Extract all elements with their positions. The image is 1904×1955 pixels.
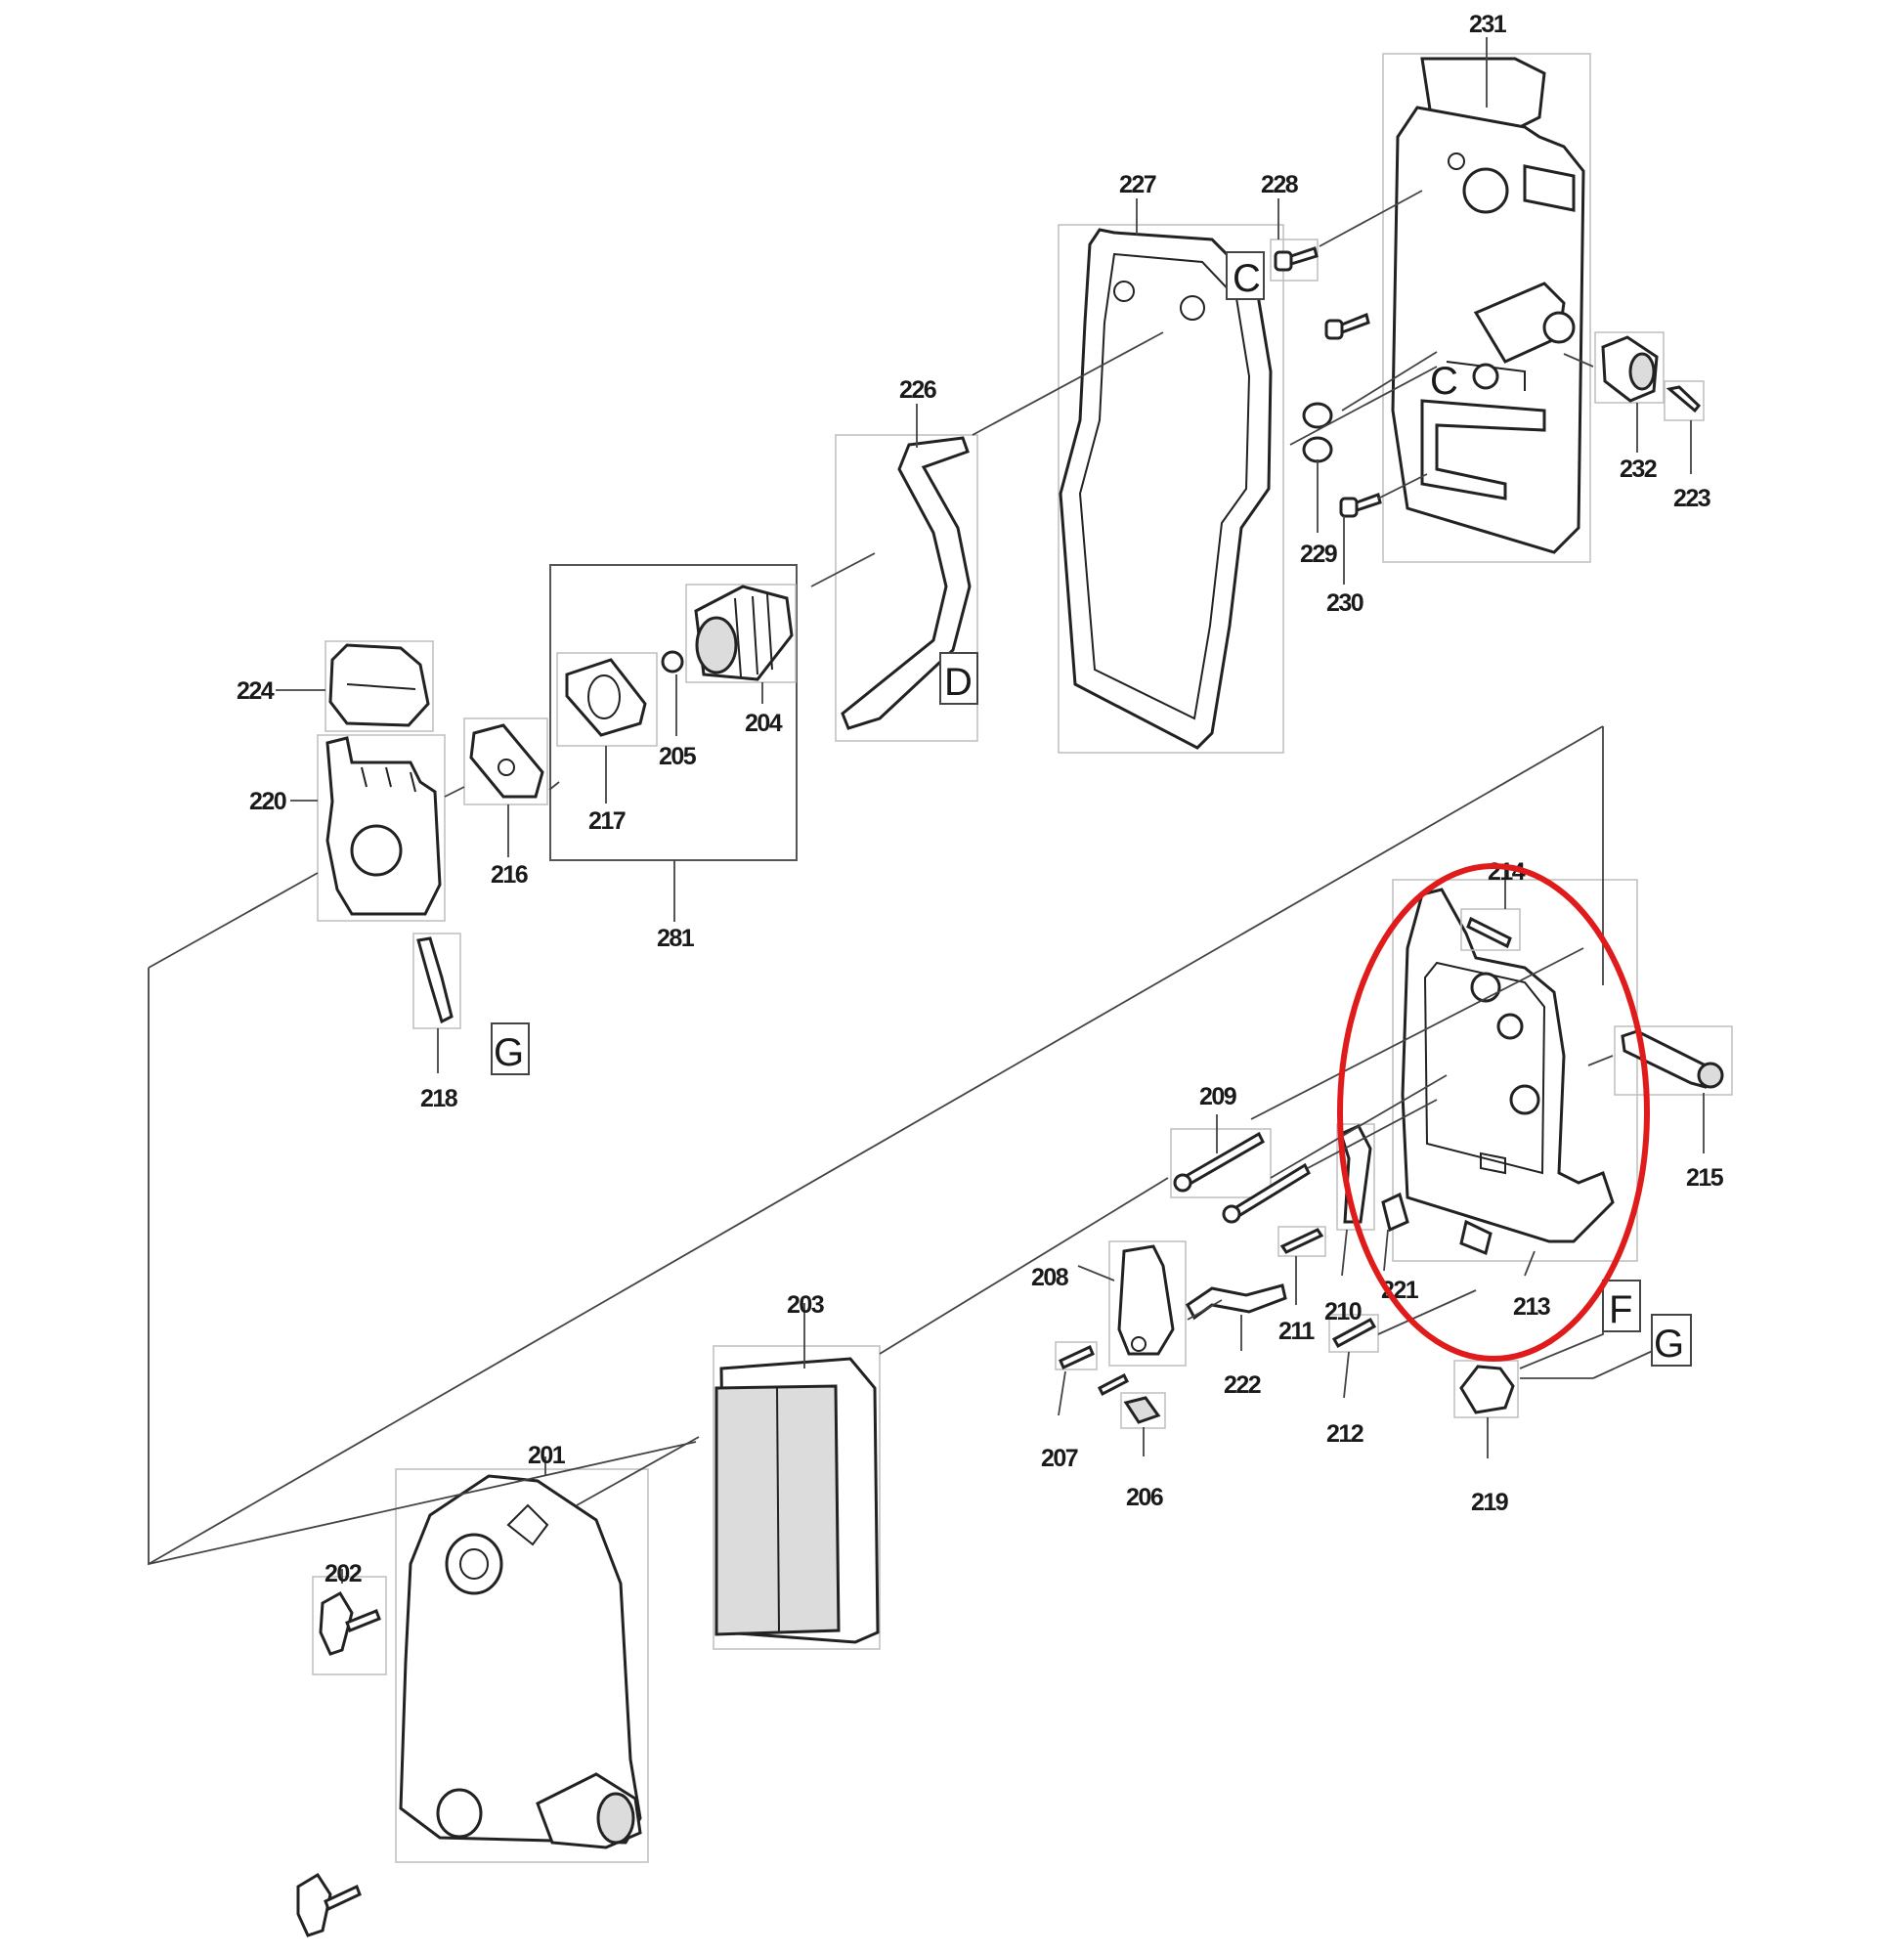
part-218-hose (412, 933, 461, 1029)
label-208: 208 (1031, 1264, 1069, 1291)
label-209: 209 (1199, 1083, 1236, 1110)
label-216: 216 (491, 861, 528, 889)
screws-228-229-230 (1270, 239, 1382, 518)
label-201: 201 (528, 1442, 566, 1469)
label-220: 220 (249, 788, 286, 815)
group-281 (549, 564, 798, 861)
part-201-cover (395, 1468, 649, 1863)
part-206-nut (1120, 1392, 1166, 1429)
part-216-plate (463, 717, 548, 805)
part-222-clamp (1186, 1283, 1287, 1321)
label-223: 223 (1673, 485, 1710, 512)
label-222: 222 (1224, 1371, 1261, 1399)
ref-tag-g-right (1651, 1314, 1692, 1367)
ref-tags: C C D G F G (491, 251, 1692, 1367)
part-223-screw (1664, 380, 1705, 421)
label-227: 227 (1119, 171, 1156, 198)
ref-tag-g-left (491, 1022, 530, 1075)
part-227-gasket (1058, 224, 1284, 754)
ref-f: F (1609, 1288, 1632, 1331)
label-281: 281 (657, 925, 695, 952)
part-214-screw (1460, 908, 1521, 951)
part-212-screw (1328, 1314, 1379, 1353)
label-207: 207 (1041, 1445, 1078, 1472)
part-211-screw (1277, 1226, 1326, 1257)
part-220-carburetor (317, 734, 446, 922)
label-229: 229 (1300, 541, 1337, 568)
ref-d: D (944, 661, 973, 704)
assembly-frame-lines (148, 190, 1658, 1566)
label-215: 215 (1686, 1164, 1724, 1192)
label-224: 224 (237, 677, 275, 705)
label-230: 230 (1326, 589, 1363, 617)
highlight-ellipse (1337, 863, 1650, 1362)
label-226: 226 (899, 376, 936, 404)
label-217: 217 (588, 807, 626, 835)
part-219-knob (1453, 1360, 1519, 1418)
part-231-bracket (1382, 53, 1591, 563)
ref-g-right: G (1654, 1323, 1684, 1366)
label-219: 219 (1471, 1489, 1508, 1516)
label-232: 232 (1620, 456, 1657, 483)
label-204: 204 (745, 710, 783, 737)
ref-c-bracket: C (1430, 360, 1458, 403)
part-209-screws (1170, 1128, 1311, 1224)
ref-tag-c-top (1226, 251, 1265, 300)
part-207-screw (1055, 1341, 1130, 1397)
ref-tag-f (1602, 1280, 1641, 1332)
label-231: 231 (1469, 11, 1507, 38)
part-221-clip (1381, 1192, 1409, 1233)
part-203-air-filter (713, 1345, 881, 1650)
label-228: 228 (1261, 171, 1299, 198)
label-203: 203 (787, 1291, 824, 1319)
label-205: 205 (659, 743, 697, 770)
ref-c-top: C (1233, 257, 1261, 300)
ref-g-left: G (494, 1031, 524, 1074)
label-202: 202 (325, 1560, 362, 1587)
ref-tag-d (939, 652, 978, 705)
leader-lines (276, 37, 1705, 1584)
part-226-hose (835, 434, 978, 742)
part-labels: 231 227 228 226 229 230 232 223 224 220 … (237, 11, 1725, 1587)
label-210: 210 (1324, 1298, 1362, 1325)
label-206: 206 (1126, 1484, 1163, 1511)
label-218: 218 (420, 1085, 458, 1112)
part-224-cap (325, 640, 434, 732)
label-211: 211 (1278, 1318, 1315, 1345)
label-212: 212 (1326, 1420, 1363, 1448)
part-232-fitting (1594, 331, 1665, 404)
label-213: 213 (1513, 1293, 1550, 1321)
part-215-lever (1614, 1025, 1733, 1096)
part-208-block (1108, 1240, 1187, 1367)
part-202-knobs (296, 1576, 387, 1937)
